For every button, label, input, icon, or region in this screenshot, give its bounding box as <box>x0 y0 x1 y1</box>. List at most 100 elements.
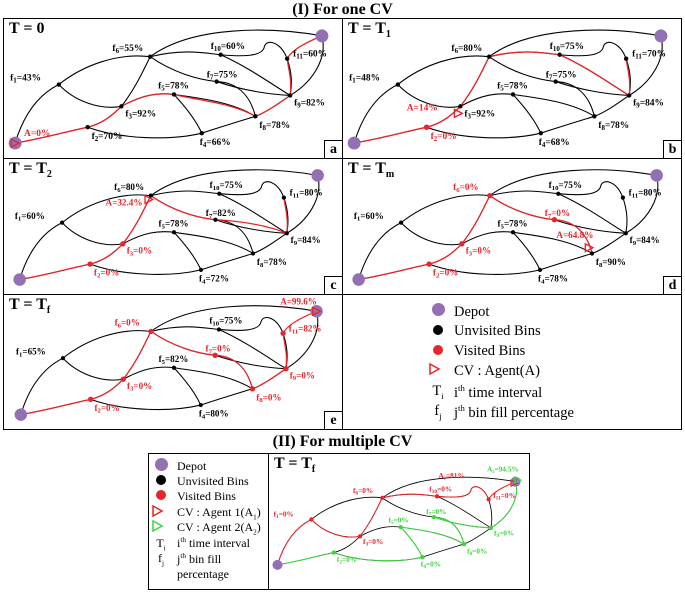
road-edge <box>289 35 324 96</box>
bins: f1=60%f2=0%f3=0%f4=78%f5=78%f6=0%f7=0%f8… <box>354 180 662 285</box>
visited-bin-icon <box>151 489 171 504</box>
bin-label-f6: f6=0% <box>453 182 478 194</box>
panel-t2: f1=60%f2=0%f3=0%f4=72%f5=78%f6=80%f7=82%… <box>3 158 343 295</box>
road-edge <box>358 222 402 280</box>
bin-label-f2: f2=70% <box>92 132 123 143</box>
bin-label-f2: f2=0% <box>431 132 457 143</box>
road-edge <box>512 94 542 134</box>
bin-label-f5: f5=78% <box>497 82 528 93</box>
time-symbol: Ti <box>432 383 444 402</box>
agent-load-label: A=32.4% <box>106 197 143 207</box>
bin-label-f7: f7=75% <box>546 71 577 82</box>
depot-icon <box>311 169 324 182</box>
bin-label-f6: f6=0% <box>353 486 373 497</box>
visited-bin-icon <box>488 525 494 531</box>
bin-label-f6: f6=80% <box>451 44 482 55</box>
road-edge <box>428 243 463 265</box>
bin-label-f5: f5=82% <box>159 354 189 366</box>
road-edge <box>150 190 220 197</box>
road-edge <box>61 222 123 246</box>
road-edge <box>400 222 462 246</box>
visited-bin-icon <box>148 328 154 335</box>
legend-item: Unvisited Bins <box>428 323 541 340</box>
road-edge <box>150 169 318 197</box>
section1-title: (I) For one CV <box>292 1 393 18</box>
road-edge <box>540 115 595 134</box>
bin-label-f4: f4=80% <box>199 409 229 421</box>
unvisited-bin-icon <box>59 220 65 225</box>
unvisited-bin-icon <box>148 193 153 198</box>
bin-label-f7: f7=75% <box>207 71 238 82</box>
visited-bin-icon <box>120 241 126 247</box>
agent-icon <box>144 194 155 205</box>
road-edge <box>150 326 220 332</box>
visited-bin-icon <box>426 261 432 267</box>
road-edge <box>150 305 317 332</box>
bin-label-f6: f6=80% <box>114 182 144 194</box>
road-edge <box>149 56 217 83</box>
unvisited-bin-icon <box>287 93 293 98</box>
unvisited-bin-icon <box>486 54 492 59</box>
bin-label-f3: f3=92% <box>125 109 156 120</box>
unvisited-bin-icon <box>510 92 516 97</box>
road-edge <box>58 55 151 85</box>
road-edge <box>311 496 383 520</box>
unvisited-bin-icon <box>623 231 628 236</box>
bins: f1=43%f2=70%f3=92%f4=66%f5=78%f6=55%f7=7… <box>10 42 327 149</box>
bin-label-f6: f6=0% <box>115 318 140 330</box>
unvisited-bin-icon <box>458 104 463 109</box>
unvisited-bin-icon <box>198 402 203 408</box>
bin-label-f11: f11=82% <box>289 323 322 335</box>
panel-tf: f1=65%f2=0%f3=0%f4=80%f5=82%f6=0%f7=0%f8… <box>3 294 343 430</box>
bin-label-f6: f6=55% <box>112 44 143 55</box>
unvisited-bin-icon <box>214 79 219 84</box>
road-edge <box>512 231 541 271</box>
road-edge <box>62 330 152 359</box>
bin-label-f2: f2=0% <box>94 268 119 280</box>
road-edge <box>219 193 288 234</box>
bin-label-f10: f10=60% <box>211 42 245 53</box>
unvisited-bin-icon <box>198 267 204 273</box>
road-edge <box>62 357 124 381</box>
depot-icon <box>14 408 28 421</box>
bin-label-f10: f10=75% <box>549 180 582 192</box>
unvisited-bin-icon <box>592 114 597 119</box>
bin-label-f5: f5=78% <box>159 219 189 231</box>
visited-bin-icon <box>331 550 336 555</box>
road-edge <box>215 219 254 254</box>
unvisited-bin-icon <box>589 251 595 256</box>
road-edge <box>428 263 541 275</box>
bin-label-f1: f1=65% <box>16 346 46 358</box>
depot-icon <box>654 29 668 43</box>
road-edge <box>488 499 493 528</box>
bin-label-f4: f4=66% <box>200 138 231 149</box>
bin-label-f9: f9=82% <box>294 98 325 109</box>
road-edge <box>87 126 202 139</box>
road-edge <box>400 526 423 558</box>
bin-label-f3: f3=92% <box>464 109 495 120</box>
panel-tm: f1=60%f2=0%f3=0%f4=78%f5=78%f6=0%f7=0%f8… <box>342 158 682 295</box>
bin-label-f9: f9=0% <box>290 370 315 382</box>
legend-item: Unvisited Bins <box>151 474 249 489</box>
route-graph: f1=60%f2=0%f3=0%f4=78%f5=78%f6=0%f7=0%f8… <box>352 169 663 286</box>
road-edge <box>286 175 320 234</box>
bin-label-f2: f2=0% <box>337 555 357 566</box>
time-label: T = T1 <box>348 20 391 41</box>
road-edge <box>90 398 201 411</box>
road-edge <box>90 378 124 400</box>
unvisited-bin-icon <box>60 356 66 361</box>
road-edge <box>120 56 151 107</box>
panel-letter: c <box>324 276 342 294</box>
road-edge <box>488 56 556 83</box>
bin-label-f9: f9=0% <box>494 529 514 540</box>
road-edge <box>218 317 284 334</box>
road-edge <box>488 29 662 58</box>
visited-bin-icon <box>486 497 491 502</box>
visited-bin-icon <box>487 192 493 199</box>
bin-label-f10: f10=75% <box>209 316 242 328</box>
bin-label-f7: f7=0% <box>206 343 231 355</box>
road-edge <box>173 231 254 254</box>
bin-label-f11: f11=70% <box>632 50 666 61</box>
time-symbol: Ti <box>156 535 166 552</box>
vehicle-route <box>277 481 518 566</box>
